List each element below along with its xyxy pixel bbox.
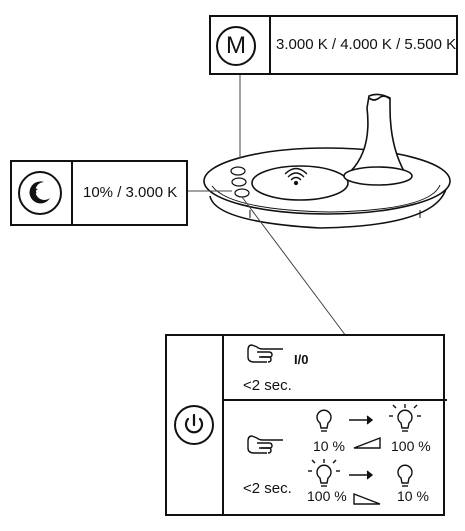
- lamp-buttons: [230, 166, 250, 198]
- night-callout: 10% / 3.000 K: [10, 160, 188, 226]
- power-icon: [174, 405, 214, 445]
- mode-callout: M 3.000 K / 4.000 K / 5.500 K: [209, 15, 458, 75]
- dimming-duration: <2 sec.: [243, 480, 292, 497]
- mode-text: 3.000 K / 4.000 K / 5.500 K: [276, 36, 457, 53]
- dim-up-from: 10 %: [313, 438, 345, 454]
- onoff-label: I/0: [294, 352, 309, 367]
- divider: [269, 17, 271, 73]
- bulb-dim-icon: [316, 409, 332, 432]
- pointing-hand-icon: [247, 435, 283, 454]
- pointing-hand-icon: [247, 344, 283, 363]
- divider: [222, 399, 447, 401]
- bulb-dim-icon: [397, 464, 413, 487]
- dimming-diagram: [308, 404, 421, 505]
- night-text: 10% / 3.000 K: [83, 184, 178, 201]
- dim-down-from: 100 %: [307, 488, 347, 504]
- wireless-charge-icon: [284, 167, 308, 186]
- mode-icon-label: M: [226, 32, 246, 59]
- divider: [222, 336, 224, 514]
- power-callout: I/0 <2 sec. <2 sec.: [165, 334, 447, 516]
- bulb-bright-icon: [308, 459, 340, 487]
- onoff-duration: <2 sec.: [243, 377, 292, 394]
- dim-down-to: 10 %: [397, 488, 429, 504]
- dim-up-to: 100 %: [391, 438, 431, 454]
- moon-star-icon: [18, 171, 62, 215]
- bulb-bright-icon: [389, 404, 421, 432]
- divider: [71, 162, 73, 224]
- mode-icon: M: [216, 26, 256, 66]
